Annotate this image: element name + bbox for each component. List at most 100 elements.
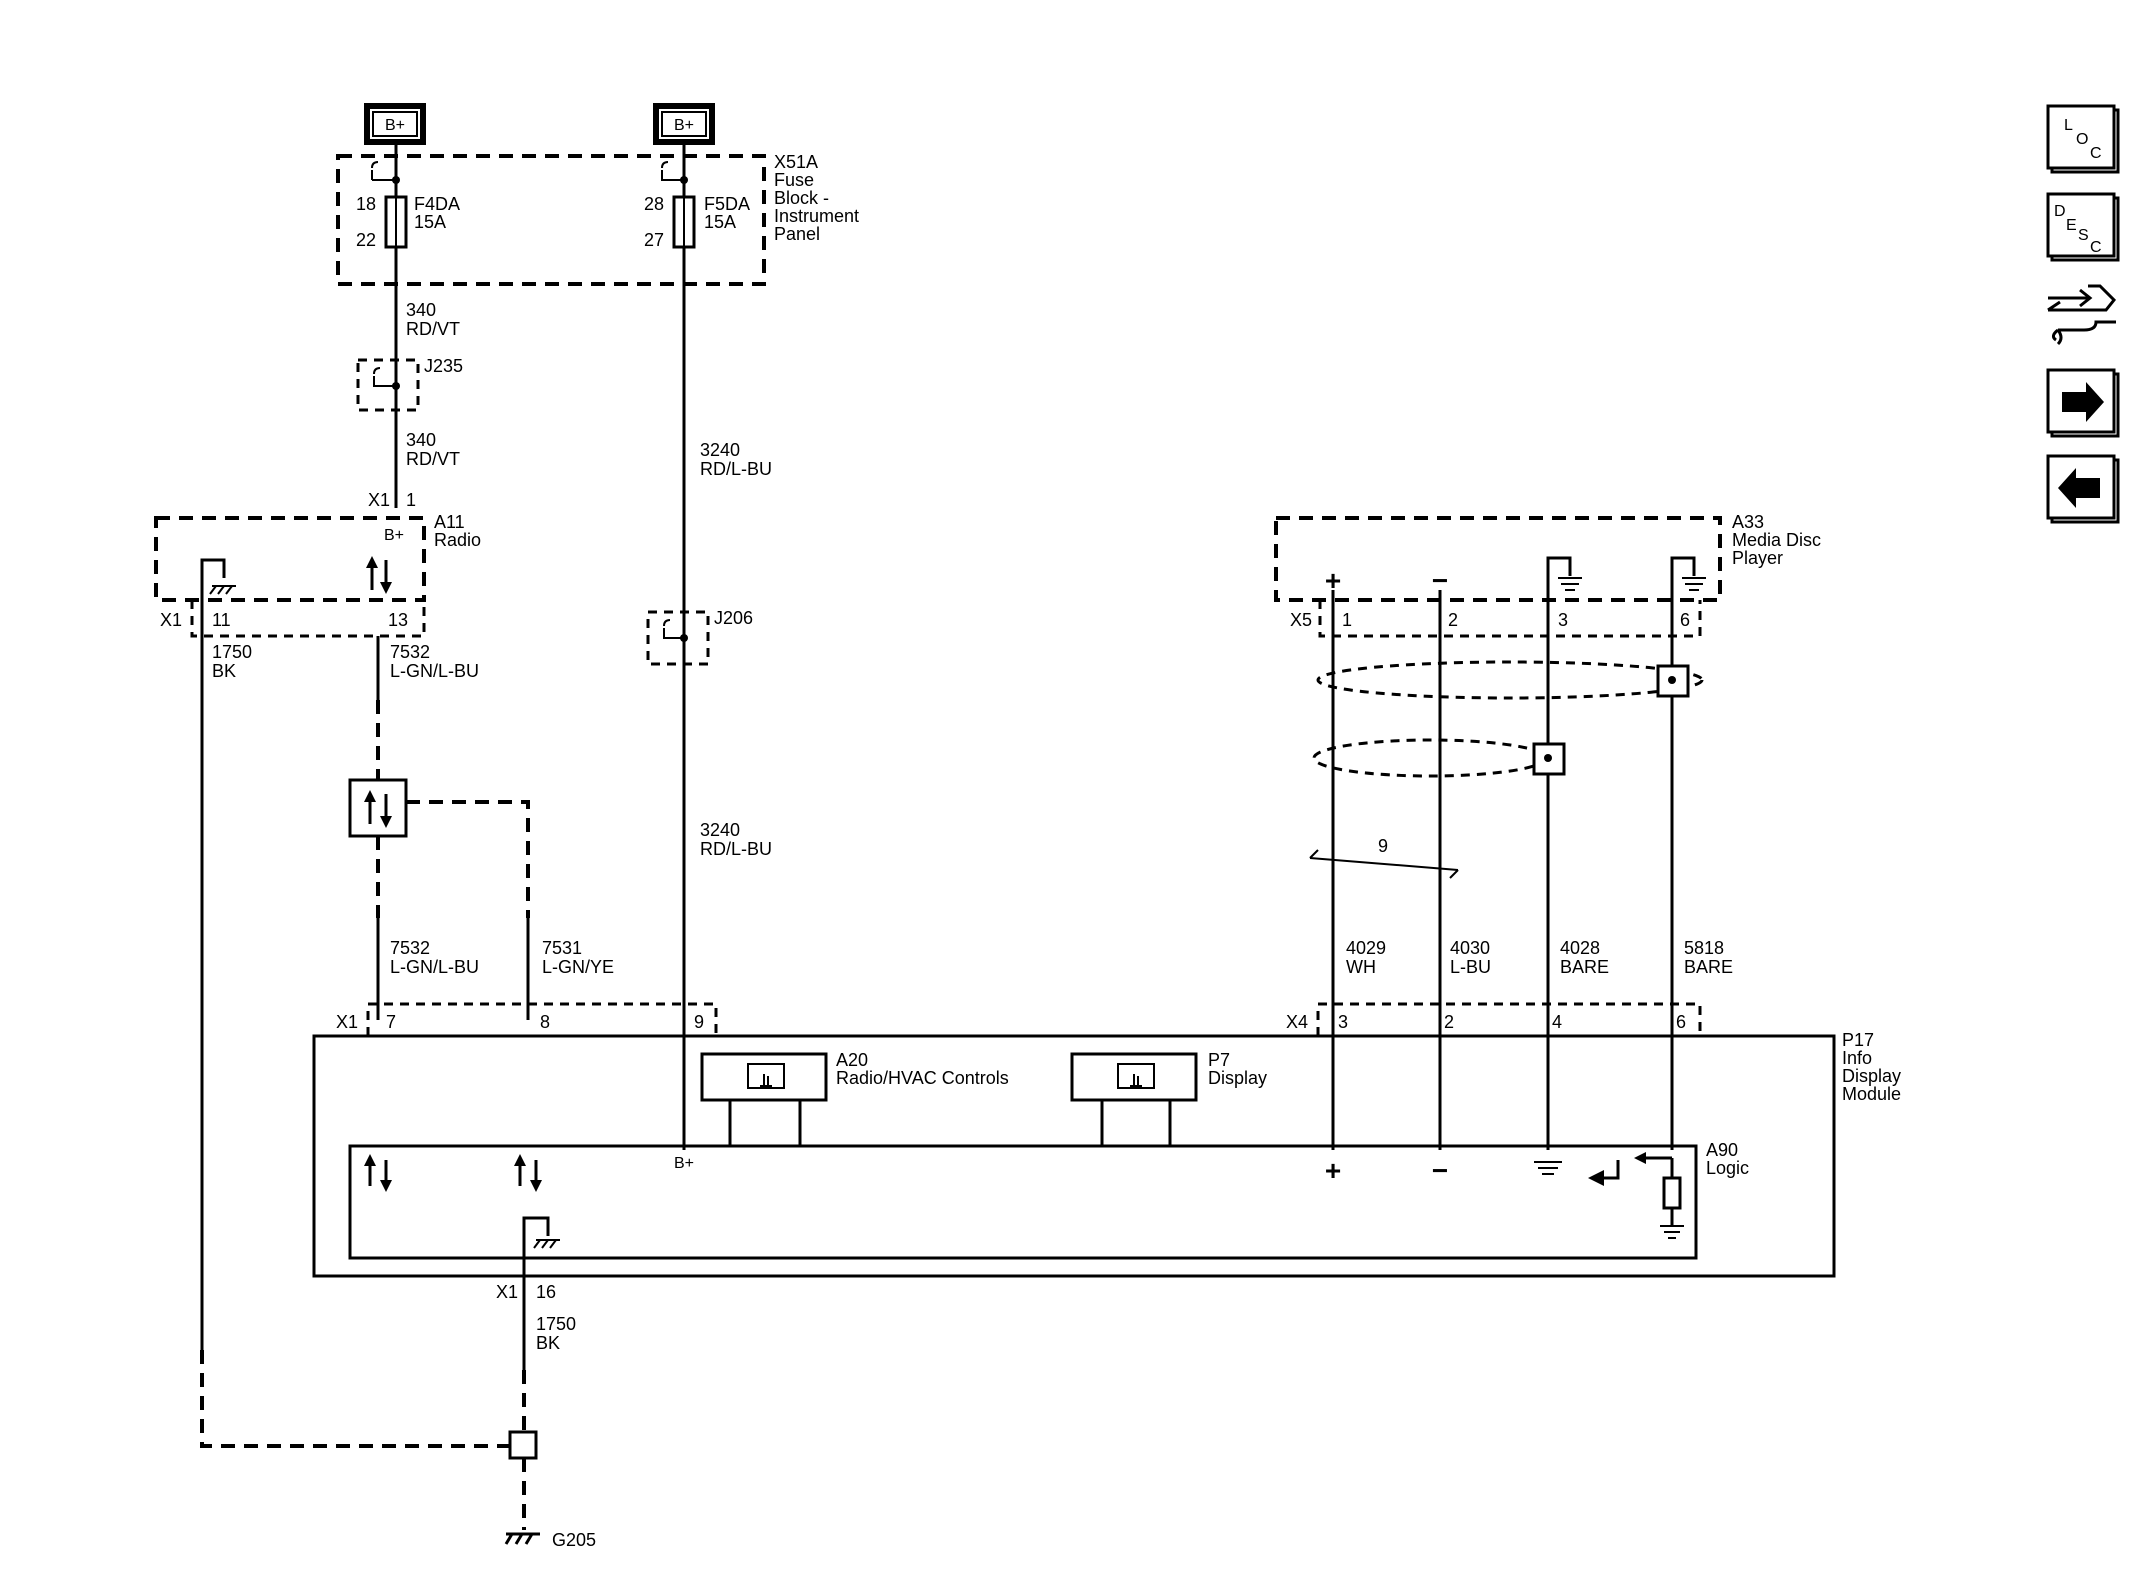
ground-icon	[1534, 1161, 1562, 1175]
media-plus: +	[1325, 565, 1341, 596]
idm-x4-pin2: 2	[1444, 1012, 1454, 1032]
wire-5818-circuit: 5818	[1684, 938, 1724, 958]
desc-l3: S	[2078, 227, 2089, 244]
idm-x1-conn: X1	[336, 1012, 358, 1032]
a20-name: Radio/HVAC Controls	[836, 1068, 1009, 1088]
logic-id: A90	[1706, 1140, 1738, 1160]
logic-a90	[348, 1144, 1698, 1260]
back-button[interactable]	[2046, 454, 2120, 524]
wrench-icon	[2051, 320, 2116, 346]
media-pin-6: 6	[1680, 610, 1690, 630]
desc-button[interactable]: D E S C	[2046, 192, 2120, 262]
idm-module	[312, 1034, 1836, 1278]
media-pin-1: 1	[1342, 610, 1352, 630]
wire-7532b-color: L-GN/L-BU	[390, 957, 479, 977]
ground-icon	[1660, 1225, 1684, 1239]
radio-conn-top: X1	[368, 490, 390, 510]
shield-outer	[1316, 660, 1704, 700]
wire-5818-color: BARE	[1684, 957, 1733, 977]
wire-340b-color: RD/VT	[406, 449, 460, 469]
wire-4030-color: L-BU	[1450, 957, 1491, 977]
idm-x4-connector	[1316, 1002, 1702, 1036]
wire-340a-color: RD/VT	[406, 319, 460, 339]
bplus-right: B+	[653, 103, 715, 145]
logic-data-arrows-right	[514, 1154, 542, 1192]
radio-id: A11	[434, 512, 465, 532]
idm-x1-pin9: 9	[694, 1012, 704, 1032]
splice-j206-label: J206	[714, 608, 753, 628]
loc-button[interactable]: L O C	[2046, 104, 2120, 174]
fuse-block-outline	[336, 154, 766, 286]
wire-1750a-color: BK	[212, 661, 236, 681]
wire-1750a-circuit: 1750	[212, 642, 252, 662]
idm-line3: Module	[1842, 1084, 1901, 1104]
splice-j235: J235	[356, 356, 463, 412]
media-pin-3: 3	[1558, 610, 1568, 630]
desc-l1: D	[2054, 203, 2066, 220]
fuse-block-line1: Fuse	[774, 170, 814, 190]
idm-x1-pin7: 7	[386, 1012, 396, 1032]
radio-pin1: 1	[406, 490, 416, 510]
idm-x4-conn: X4	[1286, 1012, 1308, 1032]
wire-7532a-circuit: 7532	[390, 642, 430, 662]
wire-7531-dash	[406, 800, 530, 918]
idm-line2: Display	[1842, 1066, 1901, 1086]
media-id: A33	[1732, 512, 1764, 532]
wire-340b-circuit: 340	[406, 430, 436, 450]
idm-x4-pin6: 6	[1676, 1012, 1686, 1032]
logic-bplus: B+	[674, 1155, 694, 1172]
wire-340a-circuit: 340	[406, 300, 436, 320]
splice-j206: J206	[646, 608, 753, 666]
desc-l4: C	[2090, 239, 2102, 256]
ground-pin: 16	[536, 1282, 556, 1302]
bplus-left: B+	[364, 103, 426, 145]
data-arrows-icon	[366, 556, 392, 594]
logic-plus: +	[1325, 1155, 1341, 1186]
touch-icon	[1117, 1063, 1155, 1089]
fuse-f5da-pin-out: 27	[644, 230, 664, 250]
splice-j235-label: J235	[424, 356, 463, 376]
ground-g205-icon	[504, 1532, 540, 1545]
media-line2: Player	[1732, 548, 1783, 568]
bplus-right-label: B+	[674, 117, 694, 134]
logic-chassis-ground	[522, 1216, 550, 1320]
loc-l1: L	[2064, 117, 2073, 134]
ground-splice	[508, 1430, 538, 1460]
shield-inner	[1312, 738, 1548, 778]
bplus-left-label: B+	[385, 117, 405, 134]
radio-pin13: 13	[388, 610, 408, 630]
twist-count: 9	[1378, 836, 1388, 856]
fuse-f4da-name: F4DA	[414, 194, 460, 214]
wire-3240a-circuit: 3240	[700, 440, 740, 460]
idm-x4-pin3: 3	[1338, 1012, 1348, 1032]
radio-pin11: 11	[212, 610, 231, 630]
connector-icon	[2048, 288, 2093, 308]
wire-4028-color: BARE	[1560, 957, 1609, 977]
touch-icon	[747, 1063, 785, 1089]
wire-7532b-circuit: 7532	[390, 938, 430, 958]
a20-id: A20	[836, 1050, 868, 1070]
wire-1750b-color: BK	[536, 1333, 560, 1353]
desc-l2: E	[2066, 217, 2077, 234]
media-conn: X5	[1290, 610, 1312, 630]
connector-tools-button[interactable]	[2047, 284, 2117, 346]
ground-label: G205	[552, 1530, 596, 1550]
wire-4029-circuit: 4029	[1346, 938, 1386, 958]
fuse-block-id: X51A	[774, 152, 818, 172]
radio-bplus: B+	[384, 527, 404, 544]
a20-controls: A20 Radio/HVAC Controls	[700, 1050, 1009, 1146]
wire-1750b-circuit: 1750	[536, 1314, 576, 1334]
p7-display: P7 Display	[1070, 1050, 1267, 1146]
radio-name: Radio	[434, 530, 481, 550]
radio-conn-bottom: X1	[160, 610, 182, 630]
fuse-f5da-rating: 15A	[704, 212, 736, 232]
shield-drain-outer	[1656, 664, 1690, 698]
fuse-f5da: 28 27 F5DA 15A	[644, 142, 750, 250]
idm-x1-pin8: 8	[540, 1012, 550, 1032]
next-button[interactable]	[2046, 368, 2120, 438]
wire-7531-circuit: 7531	[542, 938, 582, 958]
idm-id: P17	[1842, 1030, 1874, 1050]
fuse-block-line3: Instrument	[774, 206, 859, 226]
idm-x1-connector	[366, 1002, 718, 1036]
